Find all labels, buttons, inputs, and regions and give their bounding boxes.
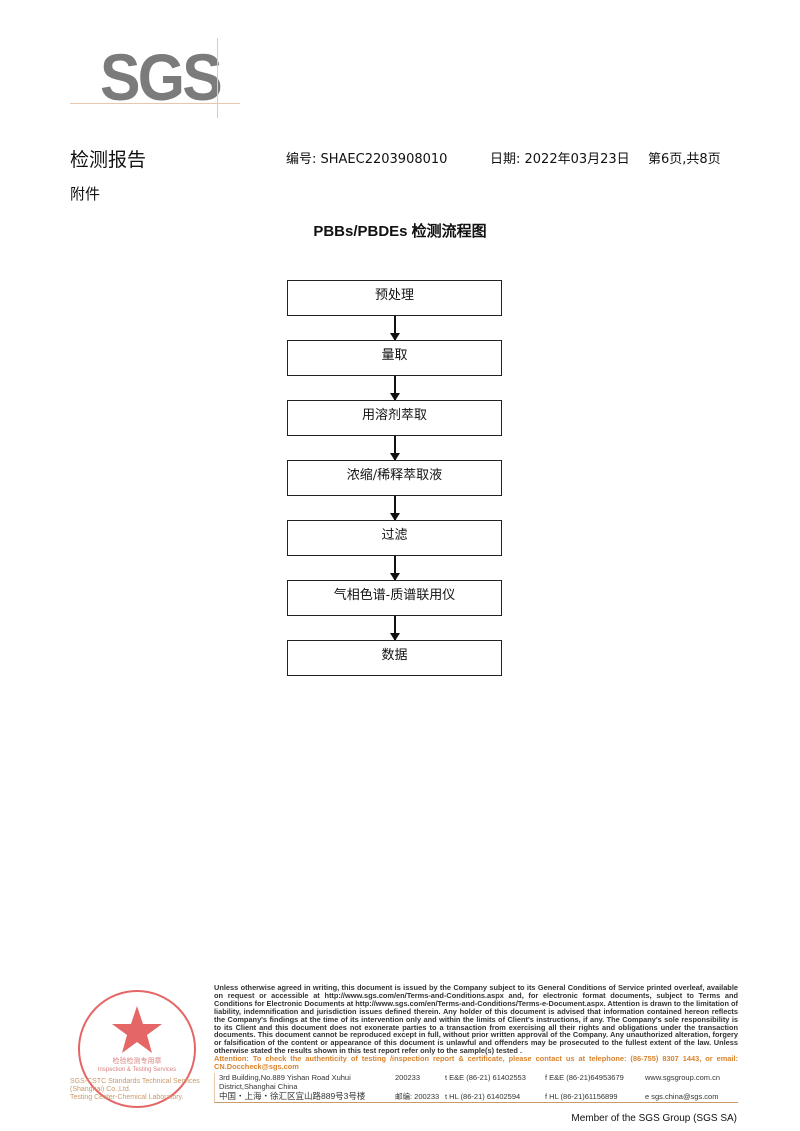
fax-hl: f HL (86-21)61156899 [545, 1091, 618, 1101]
legal-text: Unless otherwise agreed in writing, this… [214, 983, 738, 1056]
report-number: 编号: SHAEC2203908010 [286, 152, 448, 167]
flow-step: 量取 [287, 340, 502, 376]
stamp-en: Inspection & Testing Services [97, 1067, 177, 1073]
company-lab: Testing Center-Chemical Laboratory. [70, 1094, 184, 1101]
email: e sgs.china@sgs.com [645, 1091, 719, 1101]
postcode-cn: 邮编: 200233 [395, 1091, 440, 1101]
fax-ee: f E&E (86-21)64953679 [545, 1072, 624, 1082]
page-number: 第6页,共8页 [648, 152, 721, 167]
footer: Unless otherwise agreed in writing, this… [214, 984, 738, 1103]
report-title: 检测报告 [70, 149, 147, 171]
flow-step: 过滤 [287, 520, 502, 556]
address-cn: 中国・上海・徐汇区宜山路889号3号楼 [219, 1090, 366, 1101]
website: www.sgsgroup.com.cn [645, 1072, 721, 1082]
logo-rule-h [70, 103, 240, 104]
attention-note: Attention: To check the authenticity of … [214, 1054, 738, 1072]
official-stamp: 检验检测专用章 Inspection & Testing Services [78, 990, 196, 1108]
tel-ee: t E&E (86-21) 61402553 [445, 1072, 526, 1082]
company-name: SGS-CSTC Standards Technical Services (S… [70, 1078, 200, 1093]
sgs-logo: SGS [100, 40, 223, 114]
flow-step: 浓缩/稀释萃取液 [287, 460, 502, 496]
member-note: Member of the SGS Group (SGS SA) [571, 1113, 737, 1124]
company-block: SGS-CSTC Standards Technical Services (S… [70, 1078, 208, 1102]
section-label: 附件 [70, 185, 101, 203]
stamp-sub: 检验检测专用章 [112, 1058, 162, 1065]
flowchart-title: PBBs/PBDEs 检测流程图 [313, 223, 487, 240]
address-en: 3rd Building,No.889 Yishan Road Xuhui Di… [219, 1072, 351, 1091]
arrow-down-icon [390, 316, 400, 341]
arrow-down-icon [390, 616, 400, 641]
arrow-down-icon [390, 376, 400, 401]
arrow-down-icon [390, 556, 400, 581]
flow-step: 预处理 [287, 280, 502, 316]
postcode-en: 200233 [395, 1072, 421, 1082]
flow-step: 气相色谱-质谱联用仪 [287, 580, 502, 616]
legal-disclaimer: Unless otherwise agreed in writing, this… [214, 984, 738, 1071]
flow-step: 用溶剂萃取 [287, 400, 502, 436]
arrow-down-icon [390, 436, 400, 461]
flow-step: 数据 [287, 640, 502, 676]
address-block: 3rd Building,No.889 Yishan Road Xuhui Di… [214, 1072, 738, 1103]
logo-rule-v [217, 38, 218, 118]
star-icon [112, 1006, 162, 1053]
tel-hl: t HL (86-21) 61402594 [445, 1091, 521, 1101]
report-date: 日期: 2022年03月23日 [490, 152, 630, 167]
arrow-down-icon [390, 496, 400, 521]
